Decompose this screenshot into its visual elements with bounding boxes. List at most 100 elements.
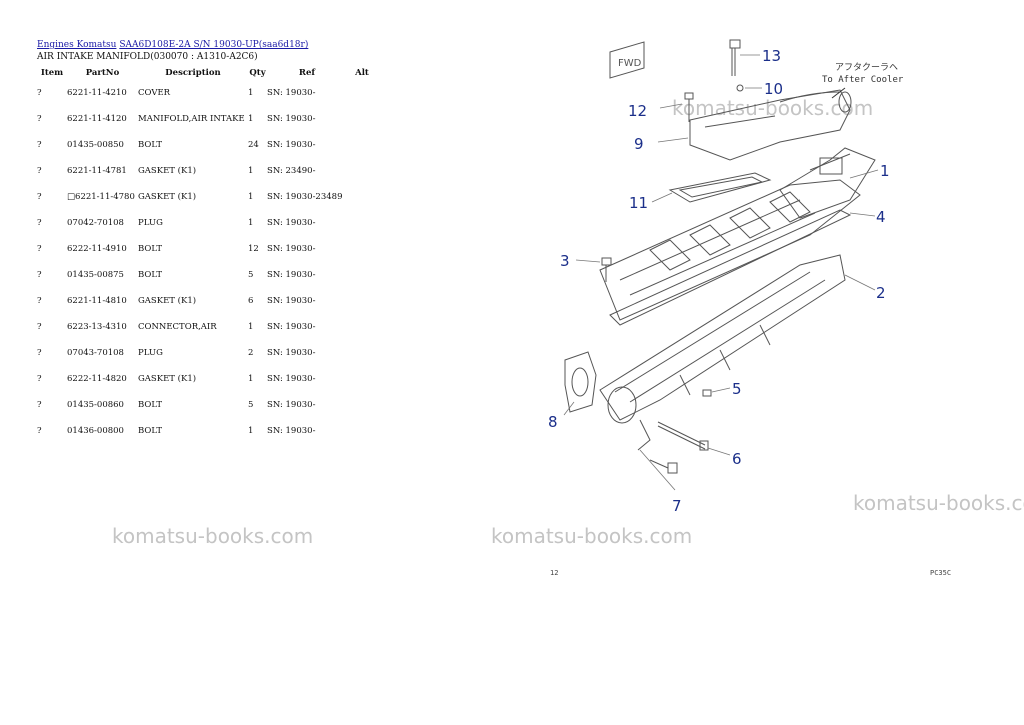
cell-partno: □6221-11-4780 bbox=[67, 192, 135, 202]
cell-description: PLUG bbox=[138, 348, 163, 358]
cell-alt bbox=[347, 184, 377, 210]
callout-1: 1 bbox=[880, 162, 890, 180]
watermark-left: komatsu-books.com bbox=[112, 524, 314, 548]
bolt-3-part bbox=[601, 257, 612, 282]
cell-qty: 1 bbox=[248, 192, 254, 202]
callout-12: 12 bbox=[628, 102, 647, 120]
cell-partno: 6221-11-4120 bbox=[67, 114, 127, 124]
cover-1-part bbox=[779, 147, 876, 219]
table-header-row: Item PartNo Description Qty Ref Alt bbox=[37, 66, 377, 80]
cell-description: GASKET (K1) bbox=[138, 296, 197, 306]
cell-ref: SN: 19030- bbox=[267, 270, 316, 280]
cell-alt bbox=[347, 314, 377, 340]
cell-item: ? bbox=[37, 140, 42, 150]
cell-item: ? bbox=[37, 218, 42, 228]
cell-partno: 01436-00800 bbox=[67, 426, 124, 436]
cell-alt bbox=[347, 158, 377, 184]
manifold-lower-2-part bbox=[599, 254, 846, 451]
page-footer-left: 12 bbox=[550, 569, 559, 577]
cell-qty: 24 bbox=[248, 140, 259, 150]
cell-item: ? bbox=[37, 426, 42, 436]
cell-description: BOLT bbox=[138, 426, 162, 436]
fwd-label: FWD bbox=[618, 58, 642, 69]
cell-alt bbox=[347, 418, 377, 444]
cell-description: MANIFOLD,AIR INTAKE bbox=[138, 114, 245, 124]
header-description: Description bbox=[165, 68, 221, 78]
arrow-icon bbox=[831, 87, 846, 99]
bolt-5-part bbox=[702, 389, 712, 397]
cell-item: ? bbox=[37, 88, 42, 98]
leader-lines bbox=[563, 54, 879, 491]
cell-partno: 01435-00875 bbox=[67, 270, 124, 280]
cell-qty: 5 bbox=[248, 400, 254, 410]
cell-item: ? bbox=[37, 374, 42, 384]
cell-alt bbox=[347, 80, 377, 106]
cell-item: ? bbox=[37, 114, 42, 124]
callout-2: 2 bbox=[876, 284, 886, 302]
cell-ref: SN: 19030- bbox=[267, 374, 316, 384]
cell-qty: 1 bbox=[248, 166, 254, 176]
cell-qty: 12 bbox=[248, 244, 259, 254]
note-japanese: アフタクーラヘ bbox=[835, 62, 898, 73]
cell-item: ? bbox=[37, 296, 42, 306]
cell-qty: 1 bbox=[248, 374, 254, 384]
cell-qty: 1 bbox=[248, 426, 254, 436]
cell-partno: 6222-11-4910 bbox=[67, 244, 127, 254]
breadcrumb-link-model[interactable]: SAA6D108E-2A S/N 19030-UP(saa6d18r) bbox=[119, 40, 309, 50]
cell-alt bbox=[347, 132, 377, 158]
plug-7-part bbox=[649, 459, 678, 474]
cell-ref: SN: 19030- bbox=[267, 244, 316, 254]
cell-partno: 01435-00860 bbox=[67, 400, 124, 410]
cell-description: CONNECTOR,AIR bbox=[138, 322, 217, 332]
watermark-center: komatsu-books.com bbox=[491, 524, 693, 548]
bolt-12-part bbox=[684, 92, 694, 122]
bolt-13-part bbox=[729, 39, 741, 76]
exploded-parts-diagram: FWD bbox=[548, 39, 904, 515]
cell-description: GASKET (K1) bbox=[138, 166, 197, 176]
cell-qty: 1 bbox=[248, 322, 254, 332]
cell-item: ? bbox=[37, 400, 42, 410]
cell-item: ? bbox=[37, 322, 42, 332]
cell-ref: SN: 19030- bbox=[267, 88, 316, 98]
cell-qty: 1 bbox=[248, 114, 254, 124]
breadcrumb-link-engines[interactable]: Engines Komatsu bbox=[37, 40, 117, 50]
cell-ref: SN: 19030- bbox=[267, 218, 316, 228]
cell-alt bbox=[347, 340, 377, 366]
callout-9: 9 bbox=[634, 135, 644, 153]
callout-7: 7 bbox=[672, 497, 682, 515]
cell-description: PLUG bbox=[138, 218, 163, 228]
cell-alt bbox=[347, 236, 377, 262]
cell-qty: 5 bbox=[248, 270, 254, 280]
watermark-right: komatsu-books.com bbox=[853, 491, 1024, 515]
callout-6: 6 bbox=[732, 450, 742, 468]
cell-item: ? bbox=[37, 166, 42, 176]
page-subtitle: AIR INTAKE MANIFOLD(030070 : A1310-A2C6) bbox=[37, 52, 258, 62]
gasket-8-part bbox=[564, 351, 597, 413]
cell-partno: 07042-70108 bbox=[67, 218, 124, 228]
air-connector-9-part bbox=[689, 89, 852, 161]
cell-ref: SN: 19030- bbox=[267, 114, 316, 124]
callout-4: 4 bbox=[876, 208, 886, 226]
cell-qty: 6 bbox=[248, 296, 254, 306]
cell-item: ? bbox=[37, 270, 42, 280]
bolt-6-part bbox=[657, 421, 709, 451]
cell-item: ? bbox=[37, 348, 42, 358]
cell-alt bbox=[347, 366, 377, 392]
cell-ref: SN: 19030- bbox=[267, 322, 316, 332]
callout-8: 8 bbox=[548, 413, 558, 431]
cell-alt bbox=[347, 106, 377, 132]
cell-ref: SN: 19030- bbox=[267, 296, 316, 306]
breadcrumb: Engines Komatsu SAA6D108E-2A S/N 19030-U… bbox=[37, 40, 308, 50]
header-item: Item bbox=[40, 68, 64, 78]
cell-alt bbox=[347, 262, 377, 288]
cell-partno: 6221-11-4210 bbox=[67, 88, 127, 98]
